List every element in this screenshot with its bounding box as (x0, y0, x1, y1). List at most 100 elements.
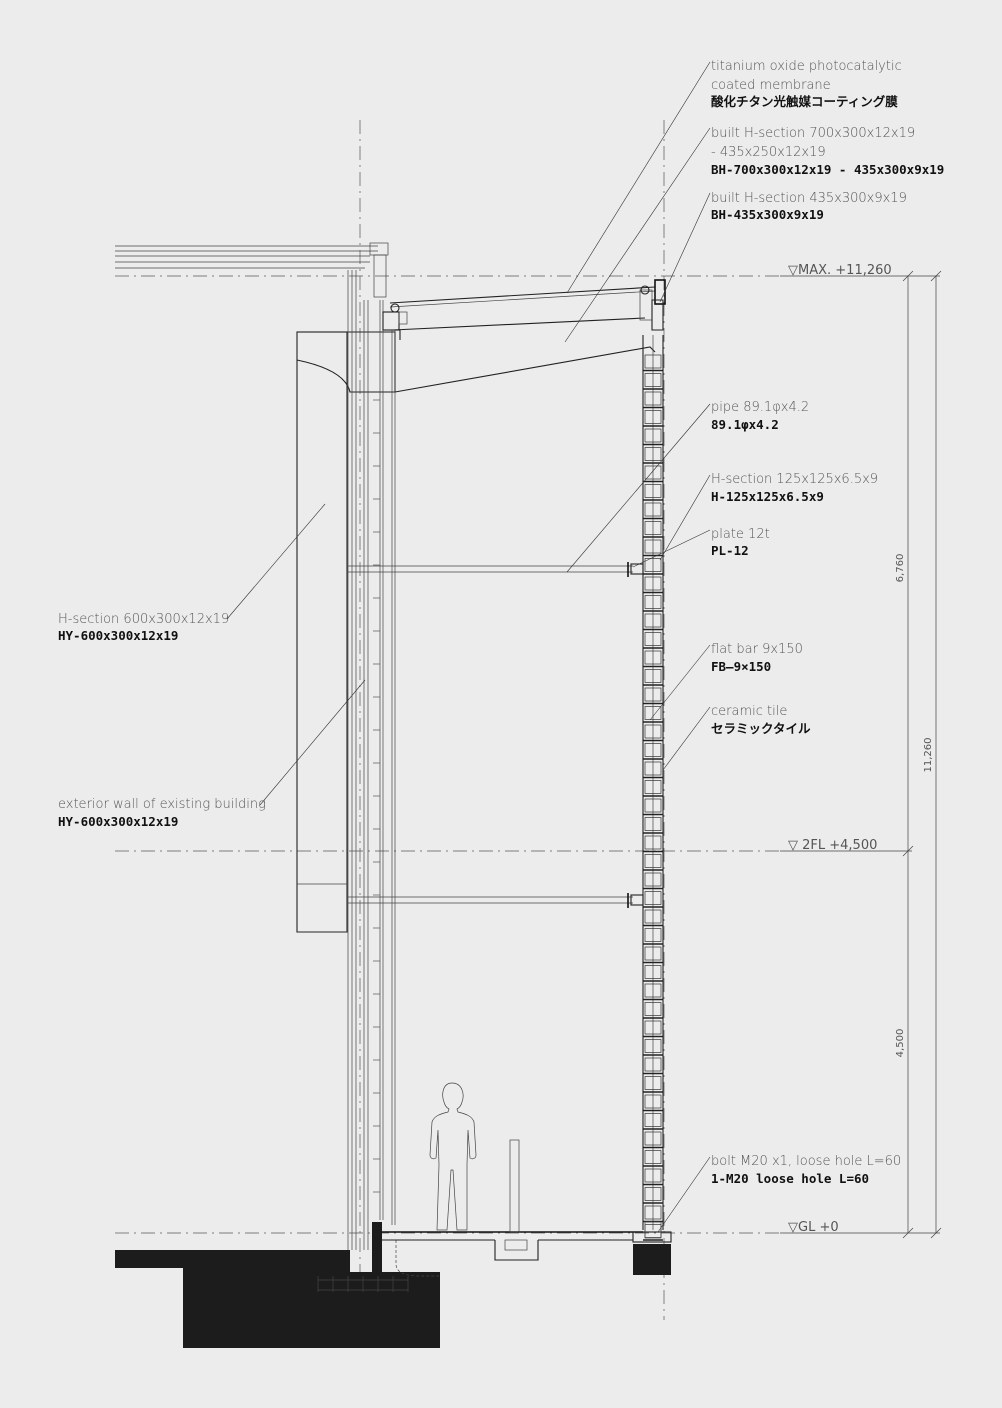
ceramic-tile-unit (644, 946, 662, 961)
label-built-h-1-en-2: - 435x250x12x19 (711, 145, 826, 160)
label-membrane-en-2: coated membrane (711, 78, 831, 93)
ceramic-tile-unit (644, 909, 662, 924)
label-exterior-wall: exterior wall of existing building HY-60… (58, 797, 266, 829)
existing-roof (115, 242, 389, 298)
ceramic-tile-unit (644, 650, 662, 665)
level-2fl: ▽ 2FL +4,500 (788, 838, 877, 853)
ceramic-tile-unit (644, 780, 662, 794)
ceramic-tile-unit (644, 1020, 662, 1035)
ceramic-tile-unit (644, 1094, 662, 1109)
ceramic-tile-unit (644, 521, 662, 535)
ceramic-tile-unit (644, 1150, 662, 1164)
label-pipe: pipe 89.1φx4.2 89.1φx4.2 (711, 400, 809, 432)
dimension-total-value: 11,260 (923, 738, 934, 773)
ceramic-tile-unit (644, 447, 662, 461)
roof-structure (382, 279, 666, 393)
ceramic-tile-unit (644, 761, 662, 776)
ceramic-tile-unit (644, 1039, 662, 1053)
label-flat-bar-en: flat bar 9x150 (711, 642, 803, 657)
ceramic-tile-unit (644, 1131, 662, 1146)
label-ceramic-tile-jp: セラミックタイル (711, 721, 811, 736)
label-pipe-en: pipe 89.1φx4.2 (711, 400, 809, 415)
label-plate: plate 12t PL-12 (711, 527, 770, 558)
ceramic-tile-unit (644, 872, 662, 887)
label-bolt-en: bolt M20 x1, loose hole L=60 (711, 1154, 901, 1169)
dimension-lower-value: 4,500 (895, 1029, 906, 1058)
label-exterior-wall-jp: HY-600x300x12x19 (58, 814, 178, 829)
label-h-section-600: H-section 600x300x12x19 HY-600x300x12x19 (58, 612, 229, 643)
ceramic-tile-unit (644, 798, 662, 813)
ceramic-tile-unit (644, 1076, 662, 1090)
wall-ticks (373, 399, 380, 1193)
label-flat-bar-jp: FB—9×150 (711, 659, 771, 674)
dimension-upper-value: 6,760 (895, 554, 906, 583)
label-ceramic-tile-en: ceramic tile (711, 704, 787, 719)
ceramic-tile-unit (644, 1002, 662, 1016)
ceramic-tile-unit (644, 632, 662, 646)
leader-lines (226, 61, 711, 1233)
ceramic-tile-unit (644, 983, 662, 998)
label-membrane-en-1: titanium oxide photocatalytic (711, 59, 902, 74)
ceramic-tile-unit (644, 891, 662, 905)
ceramic-facade (642, 335, 664, 1230)
ground-foundation (115, 1139, 672, 1348)
ceramic-tile-unit (644, 965, 662, 979)
ceramic-tile-unit (644, 502, 662, 517)
ceramic-tile-unit (644, 1205, 662, 1220)
label-built-h-1: built H-section 700x300x12x19 - 435x250x… (711, 126, 944, 177)
ceramic-tile-unit (644, 854, 662, 868)
label-built-h-1-en-1: built H-section 700x300x12x19 (711, 126, 915, 141)
label-h-section-125-jp: H-125x125x6.5x9 (711, 489, 824, 504)
ceramic-tile-unit (644, 391, 662, 406)
label-flat-bar: flat bar 9x150 FB—9×150 (711, 642, 803, 674)
label-exterior-wall-en: exterior wall of existing building (58, 797, 266, 812)
label-h-section-600-jp: HY-600x300x12x19 (58, 628, 178, 643)
dimension-lower: 4,500 (895, 1029, 906, 1058)
label-built-h-2-en: built H-section 435x300x9x19 (711, 191, 907, 206)
ceramic-tile-unit (644, 484, 662, 498)
label-h-section-125: H-section 125x125x6.5x9 H-125x125x6.5x9 (711, 472, 878, 504)
label-membrane-jp: 酸化チタン光触媒コーティング膜 (711, 94, 898, 109)
ceramic-tile-unit (644, 669, 662, 683)
human-scale-figure (429, 1082, 477, 1231)
label-built-h-1-jp: BH-700x300x12x19 - 435x300x9x19 (711, 162, 944, 177)
ceramic-tile-unit (644, 706, 662, 720)
label-ceramic-tile: ceramic tile セラミックタイル (711, 704, 811, 736)
ceramic-tile-unit (644, 817, 662, 831)
ceramic-tile-unit (644, 558, 662, 572)
ceramic-tile-unit (644, 354, 662, 369)
existing-exterior-wall (347, 270, 396, 1250)
label-h-section-125-en: H-section 125x125x6.5x9 (711, 472, 878, 487)
pipe-braces (348, 562, 644, 908)
ceramic-tile-unit (644, 428, 662, 443)
ceramic-tile-unit (644, 373, 662, 387)
existing-h-column (296, 331, 396, 933)
center-lines (115, 120, 780, 1320)
ceramic-tile-unit (644, 595, 662, 609)
ceramic-tile-unit (644, 835, 662, 850)
ceramic-tile-unit (644, 743, 662, 757)
ceramic-tile-unit (644, 1168, 662, 1183)
label-h-section-600-en: H-section 600x300x12x19 (58, 612, 229, 627)
label-built-h-2-jp: BH-435x300x9x19 (711, 207, 824, 222)
level-gl: ▽GL +0 (788, 1220, 839, 1235)
ceramic-tile-unit (644, 613, 662, 628)
label-pipe-jp: 89.1φx4.2 (711, 417, 779, 432)
dimension-lines (780, 270, 942, 1239)
ceramic-tile-unit (644, 410, 662, 424)
tile-courses (643, 354, 663, 1241)
ceramic-tile-unit (644, 928, 662, 942)
ceramic-tile-unit (644, 1057, 662, 1072)
ceramic-tile-unit (644, 1187, 662, 1201)
label-bolt-jp: 1-M20 loose hole L=60 (711, 1171, 869, 1186)
label-bolt: bolt M20 x1, loose hole L=60 1-M20 loose… (711, 1154, 901, 1186)
dimension-upper: 6,760 (895, 554, 906, 583)
label-plate-jp: PL-12 (711, 543, 749, 558)
label-built-h-2: built H-section 435x300x9x19 BH-435x300x… (711, 191, 907, 222)
label-membrane: titanium oxide photocatalytic coated mem… (711, 59, 902, 109)
ceramic-tile-unit (644, 576, 662, 591)
dimension-total: 11,260 (923, 738, 934, 773)
ceramic-tile-unit (644, 724, 662, 739)
ceramic-tile-unit (644, 465, 662, 480)
